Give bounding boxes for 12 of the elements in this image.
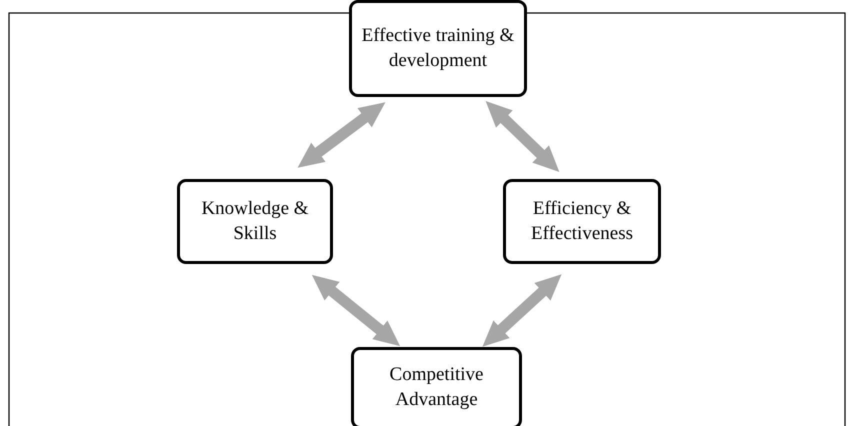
process-box (349, 0, 527, 97)
box-label: Effective training & development (360, 24, 516, 72)
box-label: Knowledge & Skills (200, 196, 310, 246)
double-arrow (482, 274, 562, 347)
box-label: Competitive Advantage (388, 363, 484, 412)
process-box (503, 179, 661, 264)
double-arrow (298, 102, 386, 168)
box-label: Efficiency & Effectiveness (530, 196, 634, 246)
process-box (177, 179, 333, 264)
double-arrow (312, 274, 400, 346)
double-arrow (486, 100, 560, 172)
process-box (351, 347, 522, 426)
